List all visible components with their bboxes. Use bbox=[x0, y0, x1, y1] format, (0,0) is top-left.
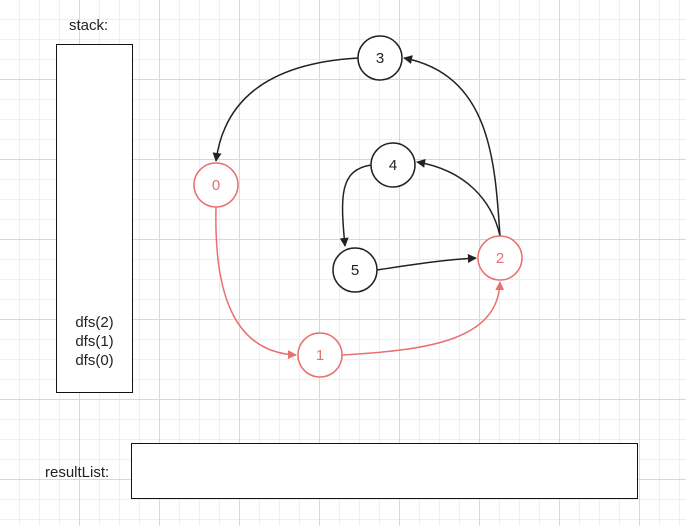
stack-item: dfs(1) bbox=[75, 333, 114, 350]
node-2: 2 bbox=[477, 235, 523, 281]
node-circle bbox=[477, 235, 523, 281]
edges-layer bbox=[212, 55, 505, 360]
node-4: 4 bbox=[370, 142, 416, 188]
nodes-layer: 0 1 2 3 4 5 bbox=[193, 35, 523, 378]
node-circle bbox=[193, 162, 239, 208]
result-list-box bbox=[131, 443, 638, 499]
stack-item: dfs(0) bbox=[75, 352, 114, 369]
edge-2-to-3 bbox=[403, 55, 501, 237]
edge-5-to-2 bbox=[376, 253, 477, 271]
edge-0-to-1 bbox=[215, 206, 297, 360]
node-1: 1 bbox=[297, 332, 343, 378]
result-list-label: resultList: bbox=[45, 464, 110, 481]
stack-items: dfs(2) dfs(1) dfs(0) bbox=[57, 313, 132, 370]
node-circle bbox=[297, 332, 343, 378]
node-label: 3 bbox=[376, 50, 384, 67]
node-5: 5 bbox=[332, 247, 378, 293]
node-label: 4 bbox=[389, 157, 397, 174]
edge-4-to-5 bbox=[339, 164, 372, 247]
node-0: 0 bbox=[193, 162, 239, 208]
stack-item: dfs(2) bbox=[75, 314, 114, 331]
node-circle bbox=[332, 247, 378, 293]
node-label: 0 bbox=[212, 177, 220, 194]
node-label: 2 bbox=[496, 250, 504, 267]
edge-3-to-0 bbox=[212, 57, 359, 162]
node-circle bbox=[370, 142, 416, 188]
node-label: 1 bbox=[316, 347, 324, 364]
stack-box: dfs(2) dfs(1) dfs(0) bbox=[56, 44, 133, 393]
node-circle bbox=[357, 35, 403, 81]
node-3: 3 bbox=[357, 35, 403, 81]
edge-1-to-2 bbox=[341, 281, 505, 356]
edge-2-to-4 bbox=[416, 158, 501, 237]
stack-label: stack: bbox=[69, 17, 109, 34]
node-label: 5 bbox=[351, 262, 359, 279]
